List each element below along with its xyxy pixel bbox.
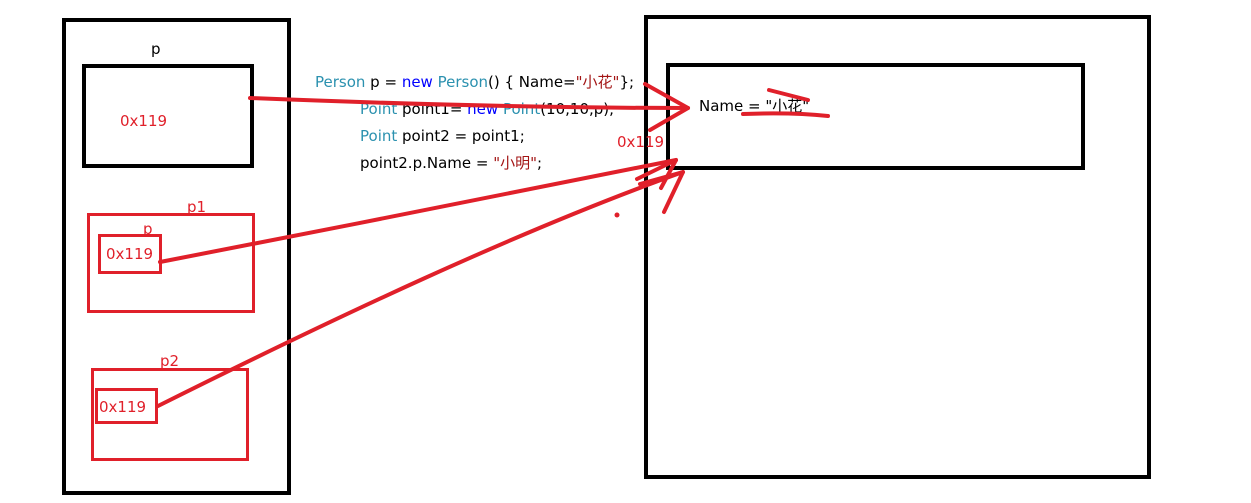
stack-frame [62, 18, 291, 495]
code-text: p = [365, 73, 402, 91]
code-type: Person [315, 73, 366, 91]
arrowhead-p [643, 82, 690, 132]
heap-frame [644, 15, 1151, 479]
code-type: Point [360, 127, 398, 145]
arrow-p1-to-object [158, 158, 678, 264]
p2-label: p2 [160, 352, 180, 370]
p1-label: p1 [187, 198, 207, 216]
code-string: "小花" [575, 73, 620, 91]
p1-object-box [87, 213, 255, 313]
arrow-p2-to-object [156, 170, 685, 408]
name-underline-mark [741, 111, 830, 118]
p1-address-value: 0x119 [106, 245, 154, 263]
code-line-3: Point point2 = point1; [360, 123, 525, 150]
code-text: point2.p.Name = [360, 154, 494, 172]
code-text: point2 = point1; [397, 127, 525, 145]
p2-object-box [91, 368, 249, 461]
p-label: p [151, 40, 161, 58]
p2-address-value: 0x119 [99, 398, 147, 416]
code-string: "小明" [493, 154, 538, 172]
pen-dot [614, 212, 620, 218]
code-text: }; [619, 73, 635, 91]
code-line-1: Person p = new Person() { Name="小花"}; [315, 69, 634, 96]
arrowhead-p2 [638, 170, 685, 214]
p-variable-box [82, 64, 254, 168]
heap-address-label: 0x119 [617, 133, 665, 151]
code-text: () { Name= [488, 73, 576, 91]
p-address-value: 0x119 [120, 112, 168, 130]
arrow-p-to-object [248, 96, 690, 110]
name-strike-mark [767, 88, 810, 102]
person-name-field: Name = "小花" [699, 97, 810, 115]
code-text: ; [537, 154, 543, 172]
p1-inner-p-label: p [143, 220, 153, 238]
code-type: Person [437, 73, 489, 91]
person-object-box [666, 63, 1085, 170]
p1-pointer-box [98, 234, 162, 274]
code-keyword: new [401, 73, 433, 91]
code-line-4: point2.p.Name = "小明"; [360, 150, 542, 177]
